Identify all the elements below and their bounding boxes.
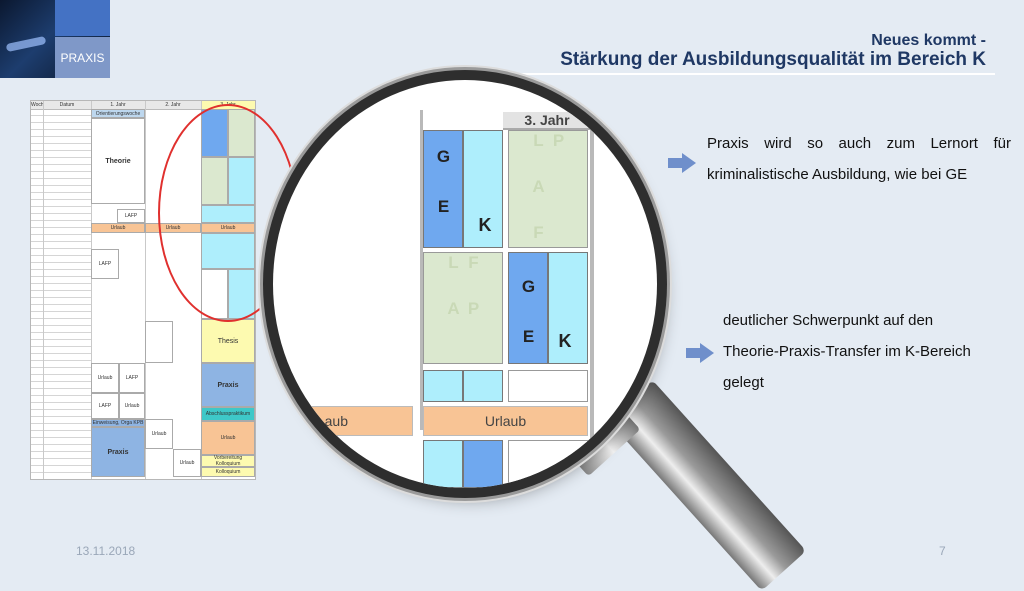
bullet-2-line2: Theorie-Praxis-Transfer im K-Bereich — [723, 343, 971, 360]
schedule-lafp: LAFP — [117, 209, 145, 223]
zoom-urlaub-band: aub — [273, 406, 413, 436]
zoom-k-label: K — [478, 214, 492, 235]
schedule-urlaub: Urlaub — [91, 363, 119, 393]
schedule-orientierung: Orientierungswoche — [91, 109, 145, 118]
slide-title-line2: Stärkung der Ausbildungsqualität im Bere… — [560, 49, 986, 70]
bullet-2-line1: deutlicher Schwerpunkt auf den — [723, 312, 934, 329]
schedule-lafp: LAFP — [91, 249, 119, 279]
schedule-vorbereitung: Vorbereitung Kolloquium — [201, 455, 255, 467]
zoom-k-block — [463, 370, 503, 402]
magnifier-lens: 3. Jahr G E K L A F P L A F P G E K aub … — [273, 80, 657, 488]
schedule-divider — [43, 101, 44, 479]
schedule-abschluss: Abschlusspraktikum — [201, 407, 255, 421]
zoom-table-edge — [590, 80, 594, 488]
schedule-col-year2: 2. Jahr — [145, 101, 201, 110]
schedule-praxis: Praxis — [91, 427, 145, 477]
zoom-k-label: K — [558, 330, 572, 351]
zoom-k-block — [548, 252, 588, 364]
schedule-divider — [145, 101, 146, 479]
zoom-urlaub-band: Urlaub — [423, 406, 588, 436]
schedule-thesis: Thesis — [201, 319, 255, 363]
schedule-col-datum: Datum — [43, 101, 91, 110]
zoom-lafp-block: L A F P — [508, 130, 588, 248]
schedule-praxis: Praxis — [201, 363, 255, 407]
schedule-einweisung: Einweisung, Orga KPB — [91, 419, 145, 427]
schedule-urlaub: Urlaub — [145, 419, 173, 449]
arrow-icon — [668, 153, 696, 173]
zoom-k-block — [423, 440, 463, 488]
schedule-urlaub: Urlaub — [91, 223, 145, 233]
bullet-1-line2: kriminalistische Ausbildung, wie bei GE — [707, 166, 968, 183]
zoom-ge-block: G E — [508, 252, 548, 364]
footer-date: 13.11.2018 — [76, 544, 136, 558]
schedule-urlaub: Urlaub — [119, 393, 145, 419]
zoom-k-block — [423, 370, 463, 402]
schedule-col-woche: Woche — [31, 101, 47, 110]
header-photo: PRAXIS — [0, 0, 110, 78]
schedule-divider — [91, 101, 92, 479]
slide-title-line1: Neues kommt - — [871, 32, 986, 49]
zoom-empty-block — [508, 440, 588, 488]
blue-tile — [55, 0, 110, 36]
schedule-lafp: LAFP — [91, 393, 119, 419]
schedule-row-lines — [31, 109, 91, 479]
praxis-badge: PRAXIS — [55, 37, 110, 78]
zoom-empty-block — [508, 370, 588, 402]
bullet-1-line1: Praxis wird so auch zum Lernort für — [707, 135, 1011, 152]
schedule-lafp: LAFP — [119, 363, 145, 393]
zoom-ge-block: G E — [423, 130, 463, 248]
schedule-block — [145, 321, 173, 363]
bullet-2: deutlicher Schwerpunkt auf den Theorie-P… — [723, 305, 1013, 398]
police-light-image — [5, 35, 47, 53]
zoom-lafp-block: L A F P — [423, 252, 503, 364]
magnifier-handle — [607, 379, 807, 591]
bullet-1: Praxis wird so auch zum Lernort für krim… — [707, 128, 1011, 190]
title-underline — [505, 73, 995, 75]
zoom-year-header: 3. Jahr — [503, 112, 591, 130]
zoom-column-line — [420, 110, 423, 430]
page-number: 7 — [939, 544, 946, 558]
schedule-urlaub: Urlaub — [201, 421, 255, 455]
schedule-kolloquium: Kolloquium — [201, 467, 255, 477]
schedule-urlaub: Urlaub — [173, 449, 201, 477]
bullet-2-line3: gelegt — [723, 374, 764, 391]
schedule-theorie: Theorie — [91, 118, 145, 204]
zoom-k-block — [463, 130, 503, 248]
arrow-icon — [686, 343, 714, 363]
zoom-ge-block — [463, 440, 503, 488]
